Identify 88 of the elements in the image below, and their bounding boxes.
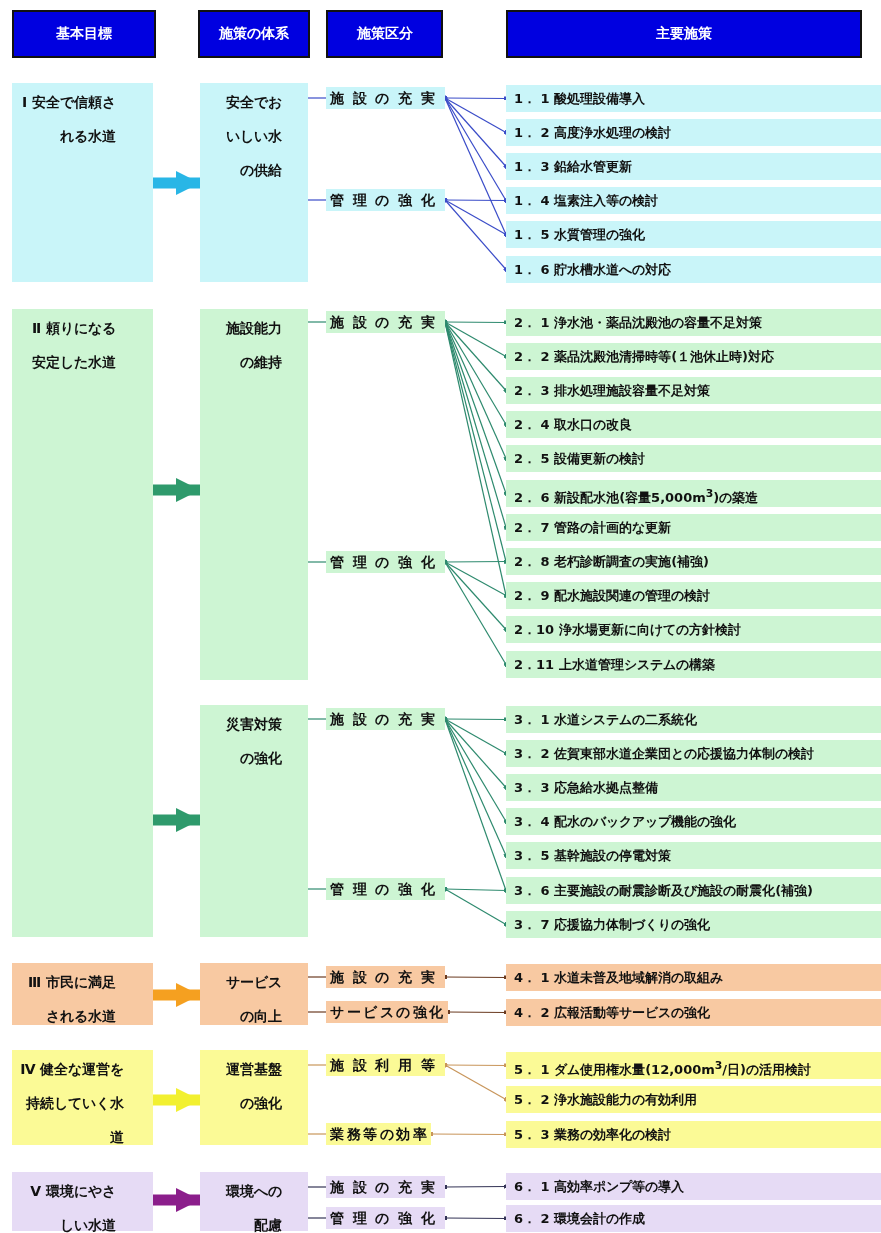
measure-bar: 3． 3 応急給水拠点整備 (506, 774, 881, 801)
policy-text: 安全でおいしい水の供給 (225, 93, 282, 180)
goal-panel (12, 1050, 153, 1145)
measure-bar: 3． 6 主要施設の耐震診断及び施設の耐震化(補強) (506, 877, 881, 904)
measure-bar: 3． 5 基幹施設の停電対策 (506, 842, 881, 869)
category-label: 管理の強化 (326, 1207, 446, 1229)
measure-bar: 5． 1 ダム使用権水量(12,000m$^{3}$/日)の活用検討 (506, 1052, 881, 1079)
connector-line (307, 1186, 327, 1188)
measure-bar: 1． 3 鉛給水管更新 (506, 153, 881, 180)
measure-bar: 2． 1 浄水池・薬品沈殿池の容量不足対策 (506, 309, 881, 336)
measure-bar: 3． 2 佐賀東部水道企業団との応援協力体制の検討 (506, 740, 881, 767)
policy-text: サービスの向上 (225, 973, 282, 1026)
measure-bar: 1． 2 高度浄水処理の検討 (506, 119, 881, 146)
measure-bar: 5． 3 業務の効率化の検討 (506, 1121, 881, 1148)
category-label: 施設利用等 (326, 1054, 446, 1076)
category-label: 施設の充実 (326, 708, 446, 730)
measure-bar: 3． 1 水道システムの二系統化 (506, 706, 881, 733)
measure-bar: 2．11 上水道管理システムの構築 (506, 651, 881, 678)
policy-panel (200, 963, 308, 1025)
goal-text: Ⅰ 安全で信頼される水道 (20, 93, 116, 146)
measure-bar: 1． 5 水質管理の強化 (506, 221, 881, 248)
connector-line (446, 1010, 508, 1015)
policy-panel (200, 83, 308, 282)
measure-bar: 2． 5 設備更新の検討 (506, 445, 881, 472)
goal-text: Ⅲ 市民に満足される水道 (26, 973, 116, 1026)
block-arrow (153, 170, 200, 196)
policy-text: 運営基盤の強化 (225, 1060, 282, 1113)
goal-text: Ⅱ 頼りになる安定した水道 (30, 319, 116, 372)
measure-bar: 5． 2 浄水施設能力の有効利用 (506, 1086, 881, 1113)
category-label: 施設の充実 (326, 311, 446, 333)
category-label: 施設の充実 (326, 966, 446, 988)
category-label: サービスの強化 (326, 1001, 448, 1023)
measure-bar: 3． 4 配水のバックアップ機能の強化 (506, 808, 881, 835)
measure-bar: 2． 3 排水処理施設容量不足対策 (506, 377, 881, 404)
policy-panel (200, 1172, 308, 1231)
category-label: 管理の強化 (326, 878, 446, 900)
measure-bar: 3． 7 応援協力体制づくりの強化 (506, 911, 881, 938)
measure-bar: 1． 1 酸処理設備導入 (506, 85, 881, 112)
category-label: 業務等の効率 (326, 1123, 432, 1145)
block-arrow (153, 1187, 200, 1213)
connector-line (307, 1217, 327, 1219)
connector-line (307, 1064, 327, 1066)
column-header: 基本目標 (12, 10, 156, 58)
connector-line (307, 718, 327, 720)
measure-bar: 2． 9 配水施設関連の管理の検討 (506, 582, 881, 609)
goal-panel (12, 963, 153, 1025)
category-label: 管理の強化 (326, 189, 446, 211)
policy-panel (200, 705, 308, 937)
policy-text: 施設能力の維持 (225, 319, 282, 372)
column-header: 施策区分 (326, 10, 443, 58)
measure-bar: 2． 4 取水口の改良 (506, 411, 881, 438)
connector-line (307, 888, 327, 890)
measure-bar: 1． 4 塩素注入等の検討 (506, 187, 881, 214)
measure-bar: 4． 2 広報活動等サービスの強化 (506, 999, 881, 1026)
measure-bar: 2． 7 管路の計画的な更新 (506, 514, 881, 541)
goal-text: Ⅳ 健全な運営を持続していく水道 (19, 1060, 125, 1147)
policy-panel (200, 1050, 308, 1145)
connector-line (307, 321, 327, 323)
column-header: 主要施策 (506, 10, 862, 58)
category-label: 管理の強化 (326, 551, 446, 573)
goal-panel (12, 1172, 153, 1231)
column-header: 施策の体系 (198, 10, 310, 58)
measure-bar: 2．10 浄水場更新に向けての方針検討 (506, 616, 881, 643)
block-arrow (153, 807, 200, 833)
policy-text: 災害対策の強化 (225, 715, 282, 768)
measure-bar: 6． 1 高効率ポンプ等の導入 (506, 1173, 881, 1200)
connector-line (307, 561, 327, 563)
measure-bar: 6． 2 環境会計の作成 (506, 1205, 881, 1232)
policy-text: 環境への配慮 (225, 1182, 282, 1233)
category-label: 施設の充実 (326, 1176, 446, 1198)
block-arrow (153, 982, 200, 1008)
connector-line (307, 199, 327, 201)
policy-panel (200, 309, 308, 680)
block-arrow (153, 1087, 200, 1113)
connector-line (307, 97, 327, 99)
connector-line (307, 1011, 327, 1013)
connector-line (307, 976, 327, 978)
category-label: 施設の充実 (326, 87, 446, 109)
measure-bar: 4． 1 水道未普及地域解消の取組み (506, 964, 881, 991)
block-arrow (153, 477, 200, 503)
goal-panel (12, 309, 153, 937)
goal-text: Ⅴ 環境にやさしい水道 (29, 1182, 116, 1233)
measure-bar: 2． 2 薬品沈殿池清掃時等(１池休止時)対応 (506, 343, 881, 370)
connector-line (307, 1133, 327, 1135)
goal-panel (12, 83, 153, 282)
measure-bar: 2． 6 新設配水池(容量5,000m$^{3}$)の築造 (506, 480, 881, 507)
measure-bar: 2． 8 老朽診断調査の実施(補強) (506, 548, 881, 575)
measure-bar: 1． 6 貯水槽水道への対応 (506, 256, 881, 283)
